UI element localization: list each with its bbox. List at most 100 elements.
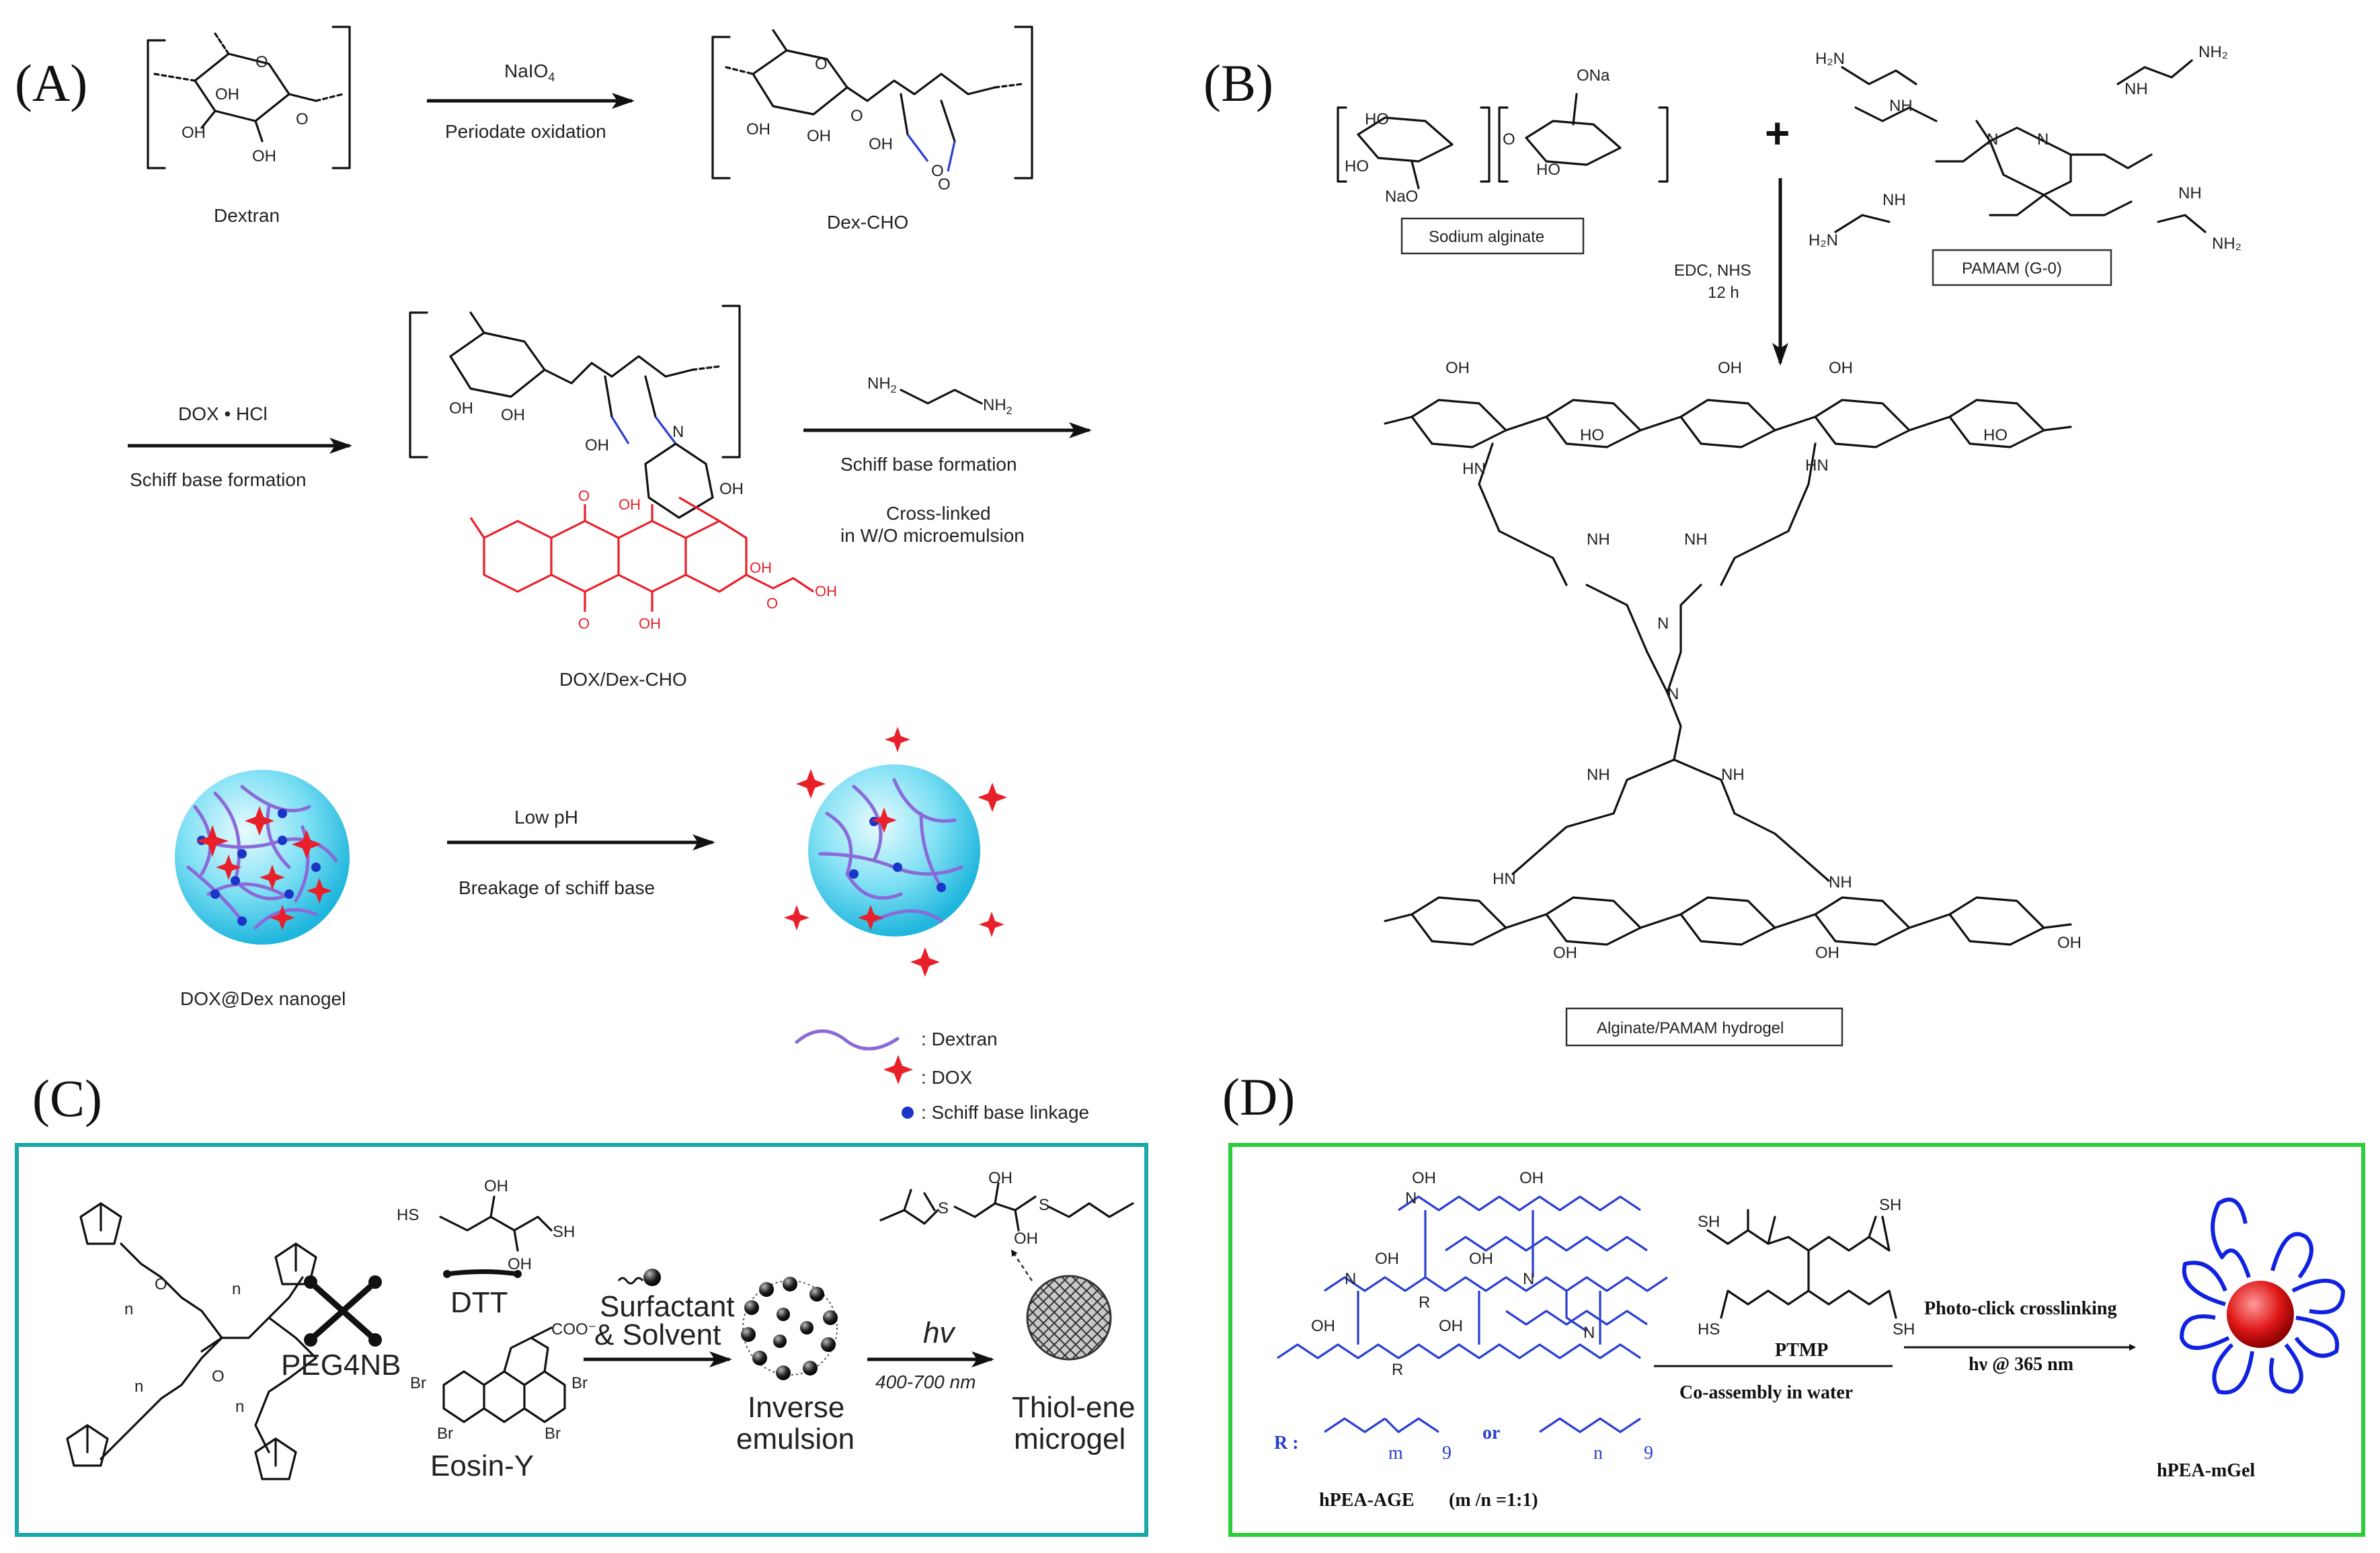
thiolene-oh-2: OH — [1014, 1230, 1038, 1248]
pamam-nh-1: NH — [1889, 97, 1913, 115]
hpea-oh-4: OH — [1469, 1250, 1493, 1268]
net-oh-5: OH — [1815, 944, 1839, 962]
hpea-n-2: N — [1345, 1270, 1356, 1288]
net-oh-6: OH — [2057, 934, 2081, 952]
eda-nh2-right: NH2 — [983, 396, 1013, 417]
net-oh-1: OH — [1445, 359, 1470, 377]
thiolene-structure: S S OH OH — [879, 1169, 1134, 1248]
panel-a-label: (A) — [15, 54, 87, 112]
hv365-label: hν @ 365 nm — [1969, 1354, 2073, 1375]
pamam-nh-3: NH — [1882, 191, 1906, 209]
wavelength-label: 400-700 nm — [875, 1371, 976, 1392]
r-def-or: or — [1482, 1423, 1500, 1443]
panel-d-label: (D) — [1222, 1068, 1295, 1126]
hpea-n-4: N — [1583, 1324, 1595, 1342]
r-def-chain-2 — [1539, 1417, 1641, 1433]
net-nh-3: NH — [1684, 530, 1708, 549]
dextran-oh-1: OH — [215, 85, 239, 104]
ptmp-sh-3: SH — [1893, 1320, 1915, 1339]
net-oh-3: OH — [1829, 359, 1853, 377]
pamam-h2n-1: H₂N — [1815, 50, 1845, 68]
panel-b-label: (B) — [1203, 54, 1273, 112]
eda-nh2-left: NH2 — [867, 374, 897, 395]
eosin-structure: COO⁻ Br Br Br Br — [410, 1320, 596, 1443]
hpea-oh-3: OH — [1375, 1250, 1399, 1268]
doxdex-imine-n: N — [672, 423, 684, 441]
inverse-label-2: emulsion — [736, 1423, 855, 1456]
hpea-mgel-icon — [2180, 1197, 2345, 1395]
panel-c-label: (C) — [32, 1069, 102, 1127]
breakage-label: Breakage of schiff base — [459, 877, 655, 898]
eosin-coo: COO⁻ — [551, 1320, 596, 1339]
dexcho-structure: OH OH OH O O O O — [711, 26, 1033, 194]
schiff-label-1: Schiff base formation — [130, 469, 307, 490]
pamam-n-1: N — [2037, 130, 2049, 149]
r-def-nine-2: 9 — [1644, 1443, 1653, 1464]
hpea-r-1: R — [1419, 1293, 1430, 1312]
plus-sign: + — [1765, 109, 1790, 157]
sodium-alginate-box — [1400, 217, 1585, 255]
dexcho-oh-3: OH — [869, 135, 893, 153]
legend: : Dextran : DOX : Schiff base linkage — [795, 1029, 1089, 1123]
alg-ho-1: HO — [1365, 110, 1389, 128]
dexcho-oh-2: OH — [807, 127, 831, 145]
nanogel-label: DOX@Dex nanogel — [180, 988, 346, 1009]
coassembly-label: Co-assembly in water — [1679, 1382, 1853, 1403]
pamam-box — [1932, 249, 2112, 286]
ptmp-hs: HS — [1698, 1320, 1720, 1339]
dox-oh-1: OH — [619, 496, 641, 513]
alg-o: O — [1503, 130, 1515, 149]
net-nh-1: HN — [1805, 456, 1829, 475]
pamam-nh2-1: NH₂ — [2198, 43, 2228, 61]
crosslinked-label-2: in W/O microemulsion — [840, 525, 1025, 546]
dextran-ring-o: O — [255, 53, 268, 71]
nanogel-released — [784, 727, 1007, 977]
alg-ho-2: HO — [1345, 157, 1369, 175]
legend-dox: : DOX — [921, 1067, 973, 1088]
doxhcl-label: DOX • HCl — [178, 403, 268, 424]
hpea-age-label: hPEA-AGE — [1319, 1490, 1415, 1511]
net-ho-1: HO — [1580, 426, 1604, 444]
hpea-oh-6: OH — [1439, 1317, 1463, 1335]
hpea-n-3: N — [1523, 1270, 1534, 1288]
dextran-structure: O OH OH OH O — [147, 26, 351, 169]
thiolene-s-2: S — [1039, 1196, 1049, 1214]
pamam-h2n-2: H₂N — [1809, 231, 1838, 249]
net-hn-1: HN — [1462, 460, 1486, 478]
pamam-nh-4: NH — [2178, 184, 2202, 202]
nanogel-schiff-dots — [197, 809, 321, 926]
surfactant-label: Surfactant — [600, 1290, 735, 1323]
hpea-mgel-label: hPEA-mGel — [2157, 1460, 2255, 1481]
surfactant-icon — [617, 1269, 661, 1286]
solvent-label: & Solvent — [594, 1318, 721, 1351]
r-def-m: m — [1388, 1443, 1403, 1464]
hpea-age-structure: N N N N OH OH OH OH OH OH R R — [1277, 1169, 1668, 1379]
net-n-2: N — [1667, 685, 1679, 703]
ptmp-label: PTMP — [1775, 1340, 1828, 1361]
dtt-sh: SH — [553, 1223, 575, 1241]
dexcho-aldehyde-o1: O — [931, 162, 944, 180]
pamam-n-2: N — [1987, 130, 1998, 149]
panel-a: (A) O OH OH OH O Dextran NaIO4 Periodate… — [15, 26, 1092, 1123]
dox-o-1: O — [578, 615, 590, 632]
ptmp-structure: SH SH HS SH — [1698, 1196, 1915, 1339]
dox-oh-3: OH — [815, 583, 837, 600]
pamam-structure: N N H₂N NH₂ H₂N NH₂ NH NH NH NH — [1809, 43, 2242, 253]
dox-red-structure: OH OH OH OH O O O — [469, 487, 837, 632]
r-def-chain-1 — [1324, 1417, 1439, 1433]
r-def-n: n — [1593, 1443, 1603, 1464]
crosslinked-label-1: Cross-linked — [886, 503, 991, 524]
thiolene-s-1: S — [938, 1199, 949, 1218]
peg4nb-cross-icon — [304, 1275, 382, 1347]
r-def-label: R : — [1274, 1433, 1299, 1454]
hv-label: hv — [923, 1316, 956, 1349]
dextran-label: Dextran — [214, 205, 280, 226]
dexcho-label: Dex-CHO — [827, 212, 908, 233]
dexcho-aldehyde-o2: O — [938, 175, 951, 194]
alg-nao: NaO — [1385, 188, 1418, 206]
peg4nb-structure: n n n n O O — [66, 1202, 317, 1480]
alg-ona: ONa — [1577, 67, 1610, 85]
eosin-br-2: Br — [571, 1374, 588, 1392]
dexcho-oh-1: OH — [746, 120, 770, 138]
